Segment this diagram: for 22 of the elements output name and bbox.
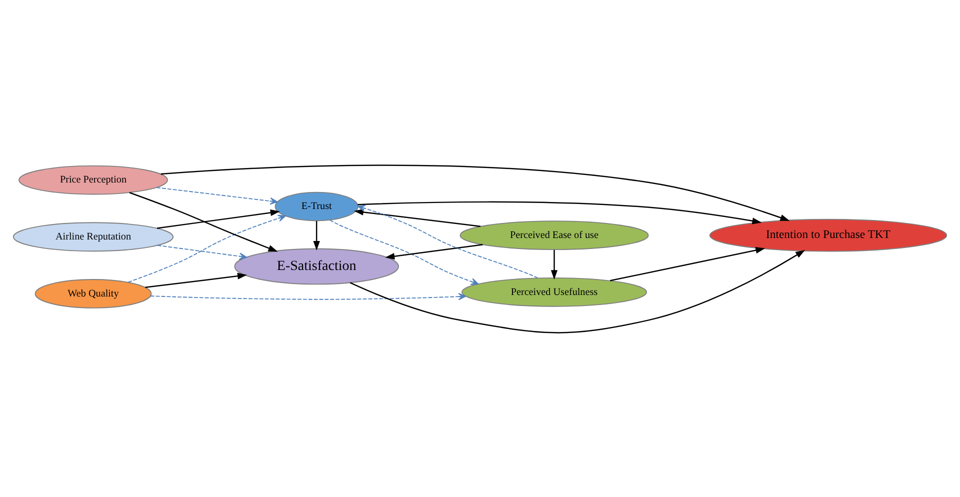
arrow [160,164,790,220]
arrow [354,208,481,227]
arrow [313,220,320,250]
arrow [156,208,280,228]
arrow [385,244,483,260]
arrow [358,200,762,224]
arrow [156,186,278,204]
arrow [610,246,766,281]
arrow [550,249,558,280]
arrow [329,219,479,285]
node-ellipse: Web Quality [34,278,152,308]
arrow [358,204,538,278]
arrow [128,214,286,282]
arrow [157,244,248,260]
node-ellipse: Price Perception [18,164,168,194]
node-ellipse: Perceived Ease of use [460,220,649,250]
node-ellipse: E-Satisfaction [234,248,399,284]
arrow [145,272,248,288]
node-ellipse: Airline Reputation [12,222,174,252]
arrow [150,292,466,300]
arrow [350,249,806,333]
arrow [129,192,278,252]
